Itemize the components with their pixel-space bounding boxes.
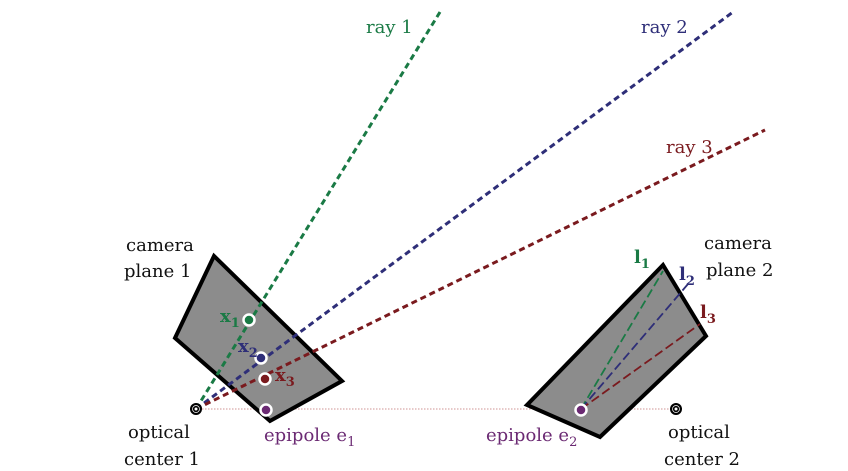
optical-center-2-label-line1: optical	[668, 422, 730, 443]
camera-plane-1	[172, 252, 346, 424]
optical-center-1-label-line2: center 1	[124, 449, 200, 470]
camera-plane-2-label-line1: camera	[704, 233, 772, 254]
point-x3-label: x3	[275, 365, 295, 390]
point-x2-label: x2	[238, 336, 258, 361]
ray-3-label: ray 3	[666, 137, 713, 158]
epipole-e2-label: epipole e2	[486, 425, 577, 450]
point-x2	[254, 351, 268, 365]
ray-2-label: ray 2	[641, 17, 688, 38]
ray-2-line	[195, 10, 734, 411]
ray-1-label: ray 1	[366, 17, 413, 38]
line-l2-label: l2	[679, 264, 695, 289]
optical-center-1-marker	[190, 403, 202, 415]
camera-plane-1-label-line1: camera	[126, 235, 194, 256]
epipole-e2-point	[574, 403, 588, 417]
optical-center-2-label-line2: center 2	[664, 449, 740, 470]
epipole-e1-point	[259, 403, 273, 417]
optical-center-2-marker	[670, 403, 682, 415]
point-x1	[242, 313, 256, 327]
ray-1-line	[194, 11, 442, 410]
epipolar-line-1	[580, 270, 664, 410]
point-x3	[258, 372, 272, 386]
epipole-e1-label: epipole e1	[264, 425, 355, 450]
point-x1-label: x1	[220, 306, 240, 331]
camera-plane-2-label-line2: plane 2	[706, 260, 773, 281]
line-l1-label: l1	[634, 247, 650, 272]
optical-center-1-label-line1: optical	[128, 422, 190, 443]
ray-3-line	[195, 128, 766, 411]
line-l3-label: l3	[700, 302, 716, 327]
epipolar-line-2	[580, 283, 689, 410]
camera-plane-1-label-line2: plane 1	[124, 261, 191, 282]
epipolar-line-3	[580, 323, 701, 410]
